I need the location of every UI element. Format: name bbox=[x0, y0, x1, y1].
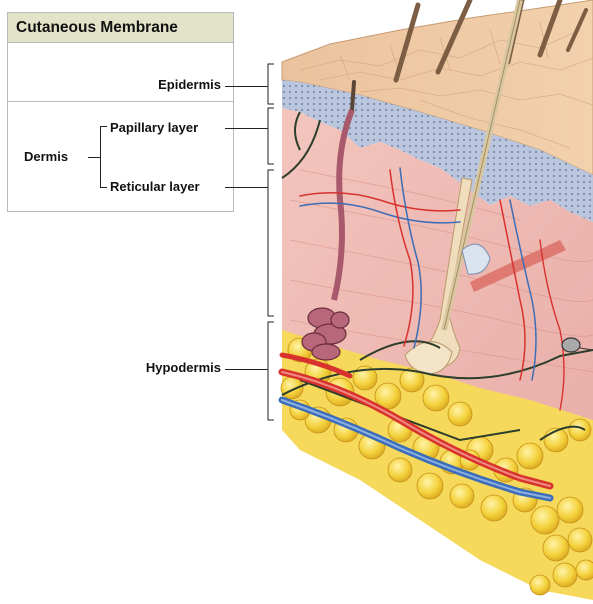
label-epidermis: Epidermis bbox=[130, 77, 221, 92]
brackets bbox=[268, 64, 274, 420]
leader-reticular bbox=[225, 187, 268, 188]
dermis-bracket-bottom bbox=[100, 187, 107, 188]
leader-epidermis bbox=[225, 86, 268, 87]
label-reticular: Reticular layer bbox=[110, 179, 200, 194]
leader-dermis bbox=[88, 157, 100, 158]
label-papillary: Papillary layer bbox=[110, 120, 198, 135]
dermis-bracket bbox=[100, 126, 101, 188]
pacinian-corpuscle bbox=[562, 338, 580, 352]
panel-divider bbox=[8, 101, 233, 102]
leader-papillary bbox=[225, 128, 268, 129]
label-hypodermis: Hypodermis bbox=[110, 360, 221, 375]
label-dermis: Dermis bbox=[24, 149, 68, 164]
dermis-bracket-top bbox=[100, 126, 107, 127]
leader-hypodermis bbox=[225, 369, 268, 370]
legend-title: Cutaneous Membrane bbox=[8, 13, 233, 43]
